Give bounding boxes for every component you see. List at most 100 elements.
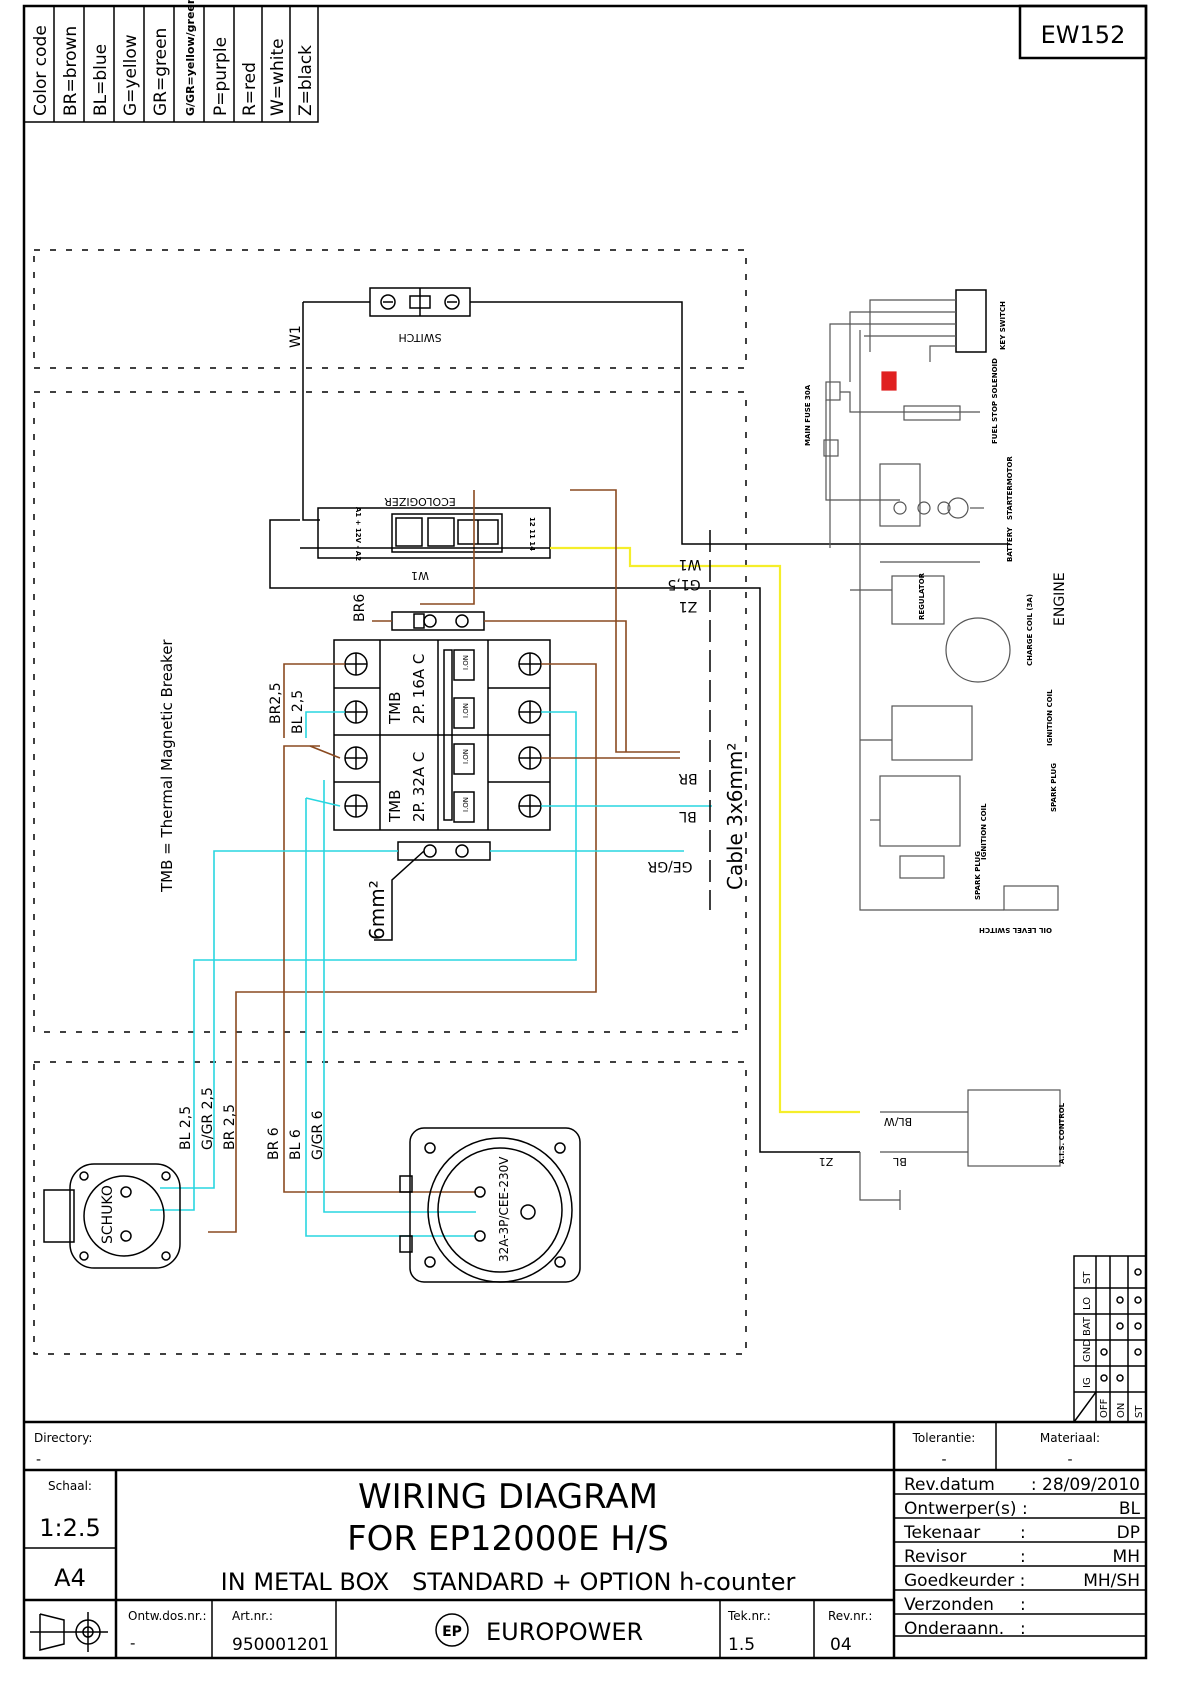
bl25-label: BL 2,5 [290, 690, 306, 734]
switch: SWITCH [369, 287, 471, 344]
ignition-state-table: ST LO BAT GND IG OFF ON ST [1073, 1255, 1147, 1423]
main-fuse-label: MAIN FUSE 30A [804, 384, 812, 446]
ign-col: LO [1082, 1297, 1093, 1310]
z1-label: Z1 [679, 598, 698, 614]
onderaann-colon: : [1020, 1619, 1026, 1639]
format-value: A4 [54, 1564, 86, 1592]
goedkeurder-value: MH/SH [1083, 1571, 1140, 1591]
w1-label: W1 [288, 325, 304, 348]
color-code-entry: GR=green [151, 28, 171, 116]
color-code-table: Color code BR=brown BL=blue G=yellow GR=… [23, 0, 319, 123]
art-label: Art.nr.: [232, 1609, 273, 1623]
tmb2-type: TMB [386, 790, 404, 823]
ecologizer: ECOLOGIZER A1 + 12V - A2 12 11 14 W1 [317, 495, 551, 582]
switch-enclosure [33, 249, 747, 369]
ground-terminal [397, 841, 491, 861]
color-code-title: Color code [31, 25, 51, 116]
color-code-entry: BR=brown [61, 26, 81, 116]
tolerantie-label: Tolerantie: [912, 1431, 976, 1445]
tekenaar-value: DP [1117, 1523, 1140, 1543]
oil-level-label: OIL LEVEL SWITCH [979, 926, 1052, 934]
drawing-number: EW152 [1041, 21, 1126, 49]
projection-symbol-icon [30, 1612, 108, 1652]
key-switch-label: KEY SWITCH [999, 301, 1007, 350]
cee-label: 32A-3P/CEE-230V [497, 1156, 511, 1262]
br-label: BR [678, 770, 698, 786]
charge-coil-label: CHARGE COIL (3A) [1026, 594, 1034, 666]
breaker-enclosure [33, 391, 747, 1033]
engine-circuit [823, 289, 1061, 1210]
ge-gr-label: GE/GR [647, 858, 692, 874]
ontwerper-value: BL [1119, 1499, 1141, 1519]
europower-logo: EP [435, 1613, 469, 1647]
engine-label: ENGINE [1052, 572, 1068, 626]
tekenaar-label: Tekenaar [903, 1523, 980, 1543]
revisor-colon: : [1020, 1547, 1026, 1567]
rev-datum-value: : 28/09/2010 [1031, 1475, 1140, 1495]
ign-col: IG [1082, 1377, 1093, 1388]
svg-text:I.ON: I.ON [462, 797, 470, 812]
ontwerper-label: Ontwerper(s) : [904, 1499, 1028, 1519]
switch-label: SWITCH [398, 331, 441, 344]
drawing-frame [22, 4, 1148, 1660]
socket-enclosure [33, 1061, 747, 1355]
fuel-stop-label: FUEL STOP SOLENOID [991, 358, 999, 444]
color-code-entry: BL=blue [91, 44, 111, 116]
bl-label: BL [679, 808, 697, 824]
onderaann-label: Onderaann. [904, 1619, 1004, 1639]
cee-bl-label: BL 6 [288, 1129, 304, 1160]
tek-value: 1.5 [728, 1635, 755, 1655]
bl-ais-label: BL [892, 1155, 907, 1168]
svg-text:I.ON: I.ON [462, 749, 470, 764]
tolerantie-value: - [941, 1452, 946, 1468]
regulator-label: REGULATOR [918, 572, 926, 620]
title-block: Directory: - Tolerantie: - Materiaal: - … [24, 1420, 1146, 1658]
tmb1-rating: 2P. 16A C [410, 654, 428, 724]
tek-label: Tek.nr.: [727, 1609, 771, 1623]
spark-plug-label-1: SPARK PLUG [1050, 763, 1058, 812]
svg-text:A1 + 12V - A2: A1 + 12V - A2 [354, 507, 362, 561]
ign-state: OFF [1099, 1398, 1110, 1418]
verzonden-label: Verzonden [904, 1595, 994, 1615]
title-line-1: WIRING DIAGRAM [358, 1477, 658, 1517]
revisor-value: MH [1113, 1547, 1140, 1567]
ign-state: ST [1134, 1405, 1145, 1418]
title-line-3: IN METAL BOX STANDARD + OPTION h-counter [221, 1568, 796, 1596]
svg-text:I.ON: I.ON [462, 655, 470, 670]
materiaal-label: Materiaal: [1040, 1431, 1100, 1445]
drawing-number-box [1018, 4, 1148, 60]
rev-label: Rev.nr.: [828, 1609, 872, 1623]
color-code-entry: W=white [268, 38, 288, 116]
br6-label: BR6 [352, 594, 368, 622]
brand-name: EUROPOWER [486, 1618, 643, 1646]
schaal-label: Schaal: [48, 1479, 92, 1493]
ecologizer-w1: W1 [411, 569, 429, 582]
cee-socket: 32A-3P/CEE-230V [399, 1127, 581, 1283]
title-line-2: FOR EP12000E H/S [347, 1519, 669, 1559]
goedkeurder-label: Goedkeurder : [904, 1571, 1025, 1591]
ontw-value: - [130, 1634, 135, 1652]
six-mm-label: 6mm² [365, 880, 389, 940]
ign-state: ON [1116, 1403, 1127, 1418]
art-value: 950001201 [232, 1635, 329, 1655]
rev-value: 04 [830, 1635, 852, 1655]
ignition-coil-label-2: IGNITION COIL [980, 803, 988, 860]
ign-col: ST [1082, 1271, 1093, 1284]
schuko-br-label: BR 2,5 [222, 1104, 238, 1150]
z1-ais-label: Z1 [819, 1155, 834, 1168]
directory-value: - [36, 1452, 41, 1468]
tmb1-type: TMB [386, 692, 404, 725]
svg-text:EP: EP [442, 1624, 462, 1640]
color-code-entry: P=purple [211, 37, 231, 116]
battery-label: BATTERY [1006, 526, 1014, 562]
ign-col: GND [1082, 1339, 1093, 1362]
ign-col: BAT [1082, 1316, 1093, 1336]
tekenaar-colon: : [1020, 1523, 1026, 1543]
tmb-breakers: TMB 2P. 16A C TMB 2P. 32A C I.ON I.ON I.… [333, 639, 551, 831]
color-code-entry: G=yellow [121, 34, 141, 116]
verzonden-colon: : [1020, 1595, 1026, 1615]
directory-label: Directory: [34, 1431, 92, 1445]
br25-label: BR2,5 [268, 682, 284, 724]
schuko-socket: SCHUKO [43, 1163, 181, 1269]
